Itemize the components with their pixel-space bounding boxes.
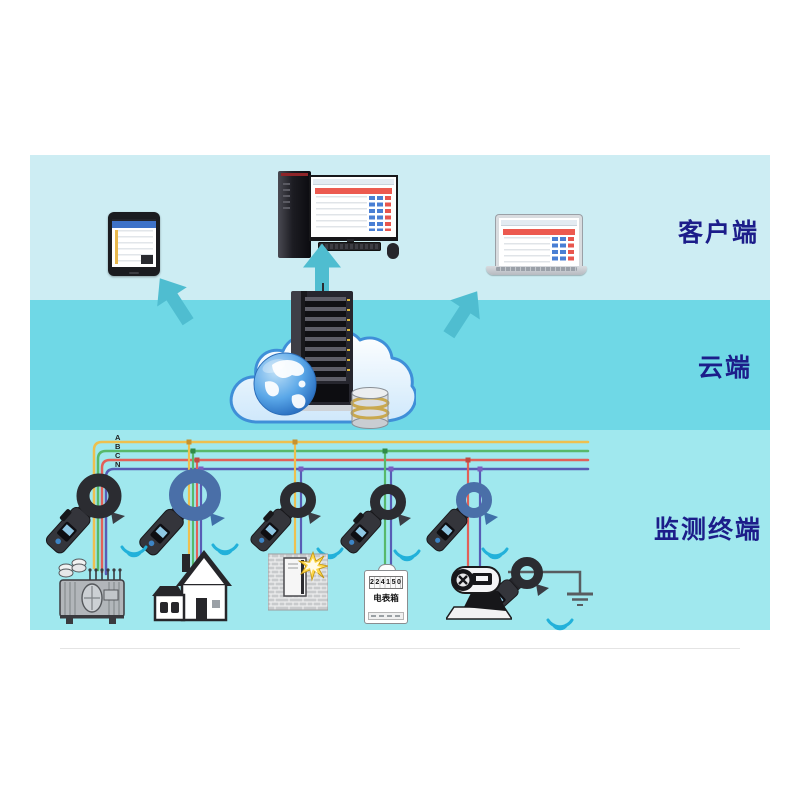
desktop-tower xyxy=(278,171,311,258)
smartphone-app-chart xyxy=(141,255,153,264)
distribution-box xyxy=(267,550,330,617)
laptop-app-screen xyxy=(501,220,577,266)
button-column-blue xyxy=(369,196,375,231)
band-client-label: 客户端 xyxy=(678,219,760,247)
motor xyxy=(444,551,514,628)
button-column-red xyxy=(568,237,574,262)
keyboard xyxy=(318,242,381,251)
wire-tap-connectors xyxy=(186,439,483,472)
globe-icon xyxy=(253,352,317,416)
wifi-icon xyxy=(393,549,421,562)
meter-box: 224150 电表箱 xyxy=(364,564,408,624)
clamp-meter-4 xyxy=(340,484,411,554)
app-table-rows xyxy=(316,196,367,232)
wifi-icon xyxy=(481,547,509,560)
wire-C xyxy=(100,458,590,574)
band-cloud-label: 云端 xyxy=(698,354,753,382)
app-action-buttons xyxy=(369,196,391,231)
laptop-base xyxy=(486,266,587,275)
band-bottom-shadow xyxy=(60,648,740,649)
app-action-buttons xyxy=(552,237,574,262)
smartphone xyxy=(108,212,160,276)
meter-reading-display: 224150 xyxy=(369,576,403,589)
monitor-app-screen xyxy=(313,179,394,235)
smartphone-screen xyxy=(112,219,156,267)
desktop-monitor xyxy=(309,175,398,241)
server-slats xyxy=(305,297,346,381)
meter-box-label: 电表箱 xyxy=(373,593,399,603)
button-column-blue xyxy=(377,196,383,231)
wire-label-B: B xyxy=(115,442,121,451)
clamp-meter-5 xyxy=(426,482,498,552)
app-table-header xyxy=(503,229,575,235)
house xyxy=(152,548,232,633)
laptop-screen xyxy=(496,215,582,271)
database-icon xyxy=(350,387,390,429)
wire-label-C: C xyxy=(115,451,121,460)
app-table-rows xyxy=(504,237,550,263)
wifi-icon xyxy=(120,545,148,558)
wire-A xyxy=(92,440,590,570)
button-column-red xyxy=(385,196,391,231)
arrow-to-desktop-icon xyxy=(303,243,341,300)
button-column-blue xyxy=(552,237,558,262)
button-column-blue xyxy=(560,237,566,262)
server-base xyxy=(288,405,356,411)
ground-wire xyxy=(508,570,593,606)
clamp-meter-1 xyxy=(45,473,125,554)
wifi-icon xyxy=(546,618,574,631)
app-table-header xyxy=(315,188,392,194)
meter-box-terminal-strip xyxy=(368,612,404,620)
smartphone-app-header xyxy=(112,219,156,228)
transformer xyxy=(52,556,130,631)
wifi-icons xyxy=(120,543,574,631)
clamp-meter-2 xyxy=(139,469,225,556)
band-terminal-label: 监测终端 xyxy=(654,516,763,544)
arrow-to-phone-icon xyxy=(157,278,194,326)
server-led-lights xyxy=(347,299,350,379)
mouse xyxy=(387,243,399,259)
wire-B xyxy=(96,449,590,572)
meter-box-body: 224150 电表箱 xyxy=(364,570,408,624)
wifi-icon xyxy=(211,543,239,556)
arrow-to-laptop-icon xyxy=(443,291,480,339)
smartphone-home-button xyxy=(129,272,139,274)
app-toolbar xyxy=(501,220,577,226)
clamp-meter-3 xyxy=(250,482,321,552)
wire-label-A: A xyxy=(115,433,121,442)
wire-label-N: N xyxy=(115,460,121,469)
app-toolbar xyxy=(313,179,394,185)
branch-drops xyxy=(187,442,482,580)
